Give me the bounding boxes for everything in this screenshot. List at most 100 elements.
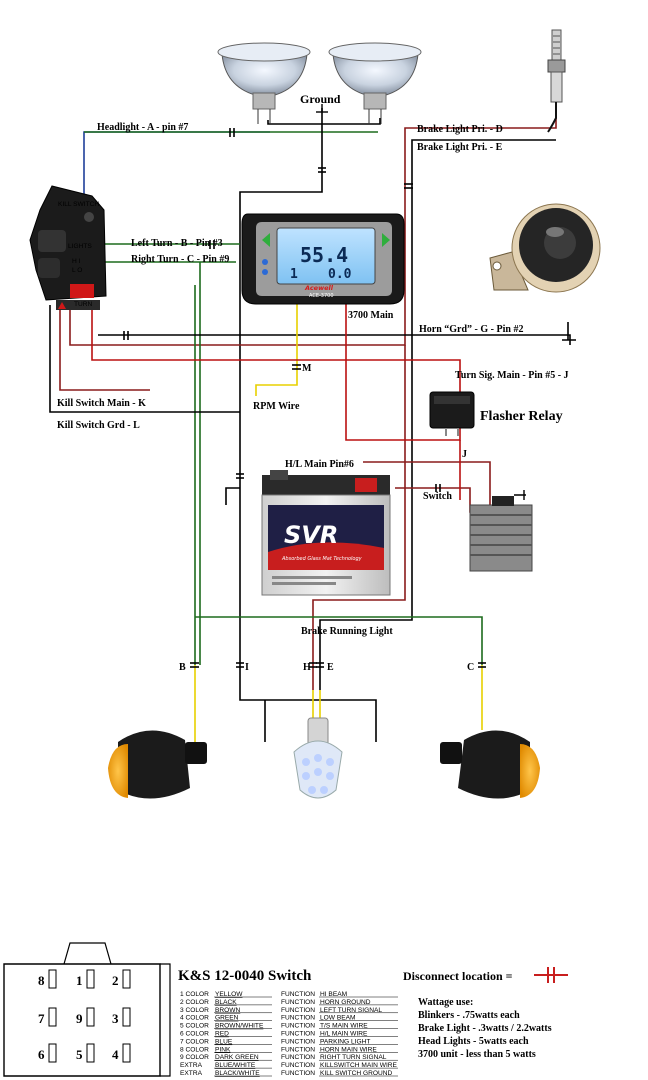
function-value: KILLSWITCH MAIN WIRE [320, 1062, 398, 1069]
function-value: PARKING LIGHT [320, 1038, 370, 1045]
connector-pin-number: 9 [76, 1011, 83, 1026]
wattage-line: Blinkers - .75watts each [418, 1010, 520, 1021]
wattage-title: Wattage use: [418, 997, 473, 1008]
gauge-brand: Acewell [304, 284, 334, 292]
rpm-m-label: M [302, 363, 312, 374]
b-label: B [179, 662, 186, 673]
ground-symbol [316, 104, 328, 113]
brake-running-label: Brake Running Light [301, 626, 393, 637]
color-value: BLACK [215, 999, 237, 1006]
function-value: HI BEAM [320, 991, 347, 998]
gauge-speed: 55.4 [300, 243, 348, 267]
connector-pin-slot [48, 1043, 57, 1063]
color-pin-label: 1 COLOR [180, 991, 209, 998]
connector-pin-slot [122, 1043, 131, 1063]
wattage-line: 3700 unit - less than 5 watts [418, 1049, 536, 1060]
color-pin-label: 5 COLOR [180, 1023, 209, 1030]
e-label: E [327, 662, 334, 673]
color-value: GREEN [215, 1015, 239, 1022]
function-value: HORN GROUND [320, 999, 371, 1006]
headlight-label: Headlight - A - pin #7 [97, 122, 188, 133]
connector-pin-number: 8 [38, 973, 45, 988]
color-value: BLACK/WHITE [215, 1070, 260, 1077]
turn-signal-left [108, 730, 207, 799]
lights-label: LIGHTS [68, 243, 92, 250]
turn-sig-label: Turn Sig. Main - Pin #5 - J [455, 370, 569, 381]
hi-label: H I [72, 258, 81, 265]
disconnect-label: Disconnect location = [403, 969, 513, 983]
left-turn-label: Left Turn - B - Pin #3 [131, 238, 223, 249]
color-pin-label: EXTRA [180, 1070, 203, 1077]
gauge-gear: 1 [290, 267, 298, 282]
color-value: YELLOW [215, 991, 243, 998]
brake-pri-d-label: Brake Light Pri. - D [417, 124, 503, 135]
ground-label: Ground [300, 92, 341, 106]
wattage-line: Brake Light - .3watts / 2.2watts [418, 1023, 552, 1034]
color-pin-label: 9 COLOR [180, 1054, 209, 1061]
horn [489, 203, 601, 293]
connector-pin-slot [122, 1007, 131, 1027]
kill-switch-top-label: KILL SWITCH [58, 201, 99, 208]
brake-pri-e-label: Brake Light Pri. - E [417, 142, 503, 153]
color-value: BLUE [215, 1038, 233, 1045]
kill-main-label: Kill Switch Main - K [57, 398, 146, 409]
brake-bulb [293, 717, 343, 799]
disconnect-markers [123, 128, 486, 668]
color-value: BROWN/WHITE [215, 1023, 264, 1030]
lo-label: L O [72, 267, 82, 274]
color-pin-label: 3 COLOR [180, 1007, 209, 1014]
function-value: T/S MAIN WIRE [320, 1023, 368, 1030]
color-value: BROWN [215, 1007, 241, 1014]
i-label: I [245, 662, 249, 673]
gauge-odo: 0.0 [328, 267, 352, 282]
function-label: FUNCTION [281, 1070, 315, 1077]
function-table: FUNCTION HI BEAM FUNCTION HORN GROUND FUNCTI… [281, 991, 398, 1077]
color-value: BLUE/WHITE [215, 1062, 256, 1069]
right-turn-label: Right Turn - C - Pin #9 [131, 254, 229, 265]
function-label: FUNCTION [281, 1015, 315, 1022]
battery-tagline: Absorbed Glass Mat Technology [281, 556, 363, 562]
color-pin-label: 2 COLOR [180, 999, 209, 1006]
connector-pin-slot [86, 1007, 95, 1027]
headlight-right [328, 42, 422, 124]
function-label: FUNCTION [281, 1038, 315, 1045]
function-label: FUNCTION [281, 1062, 315, 1069]
function-value: LEFT TURN SIGNAL [320, 1007, 382, 1014]
color-pin-label: 7 COLOR [180, 1038, 209, 1045]
function-label: FUNCTION [281, 991, 315, 998]
color-pin-label: 8 COLOR [180, 1046, 209, 1053]
connector-pin-number: 7 [38, 1011, 45, 1026]
flasher-relay-label: Flasher Relay [480, 409, 563, 424]
color-pin-label: EXTRA [180, 1062, 203, 1069]
function-value: LOW BEAM [320, 1015, 356, 1022]
connector-pin-number: 2 [112, 973, 119, 988]
function-value: H/L MAIN WIRE [320, 1031, 368, 1038]
connector-pin-slot [48, 969, 57, 989]
j-label: J [462, 449, 467, 460]
voltage-regulator [469, 490, 533, 572]
connector-pin-number: 5 [76, 1047, 83, 1062]
function-value: RIGHT TURN SIGNAL [320, 1054, 387, 1061]
kill-grd-label: Kill Switch Grd - L [57, 420, 140, 431]
hl-main-label: H/L Main Pin#6 [285, 459, 354, 470]
wattage-line: Head Lights - 5watts each [418, 1036, 529, 1047]
function-value: KILL SWITCH GROUND [320, 1070, 393, 1077]
wire-labels: Ground Headlight - A - pin #7 Brake Ligh… [57, 92, 569, 673]
legend-title: K&S 12-0040 Switch [178, 968, 312, 984]
horn-grd-label: Horn “Grd” - G - Pin #2 [419, 324, 523, 335]
function-label: FUNCTION [281, 1046, 315, 1053]
connector-pin-slot [122, 969, 131, 989]
function-label: FUNCTION [281, 1031, 315, 1038]
connector-pin-slot [48, 1007, 57, 1027]
function-value: HORN MAIN WIRE [320, 1046, 377, 1053]
h-label: H [303, 662, 311, 673]
function-label: FUNCTION [281, 999, 315, 1006]
wires [49, 108, 576, 745]
battery-brand: SVR [284, 521, 338, 549]
kill-switch-control: KILL SWITCH LIGHTS H I L O TURN [29, 185, 107, 310]
connector-pin-number: 4 [112, 1047, 119, 1062]
